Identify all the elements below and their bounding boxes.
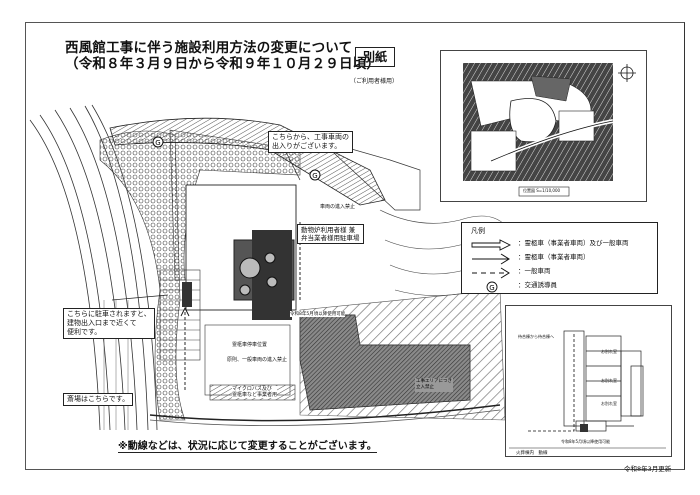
legend: 凡例 ：霊柩車（事業者車両）及び一般車両 ：霊柩車（事業者車両） ：一般車両 G… (461, 222, 658, 294)
floor-plan-drawing (509, 330, 666, 449)
inset-floor-plan: 待合棟から待合棟へ お別れ室 お別れ室 お別れ室 令和8年5月頃以降使用可能 火… (505, 305, 672, 457)
floor-note-available: 令和8年5月頃以降使用可能 (561, 439, 611, 444)
annex-badge: 別紙 (355, 47, 395, 67)
svg-text:G: G (489, 284, 494, 292)
label-available-from: 令和8年5月頃以降使用可能 (290, 311, 346, 317)
title-line-2: （令和８年３月９日から令和９年１０月２９日頃） (65, 56, 381, 72)
floor-plan-footer: 火葬棟内 動線 (516, 451, 548, 456)
audience-label: （ご利用者様用） (350, 78, 399, 85)
legend-item-dashed-arrow: ：一般車両 (470, 264, 655, 279)
legend-title: 凡例 (471, 227, 485, 235)
floor-note-farewell-3: お別れ室 (601, 401, 617, 406)
label-hearse-stop: 霊柩車停車位置 (232, 341, 268, 348)
svg-text:G: G (312, 172, 317, 180)
inset-location-map: 位置図 S=1/10,000 (440, 50, 647, 202)
floor-note-farewell-1: お別れ室 (601, 349, 617, 354)
svg-text:G: G (155, 139, 160, 147)
label-no-vehicle-entry: 車両の進入禁止 (320, 204, 356, 210)
legend-item-solid-arrow: ：霊柩車（事業者車両） (470, 250, 655, 265)
callout-construction-entrance: こちらから、工事車両の 出入りがございます。 (268, 131, 353, 153)
callout-crematory-parking: 動物炉利用者様 兼 弁当業者様用駐車場 (297, 224, 364, 244)
callout-parking-convenient: こちらに駐車されますと、 建物出入口まで近くて 便利です。 (63, 308, 155, 339)
document-frame (25, 22, 685, 470)
floor-note-waiting: 待合棟から待合棟へ (518, 334, 554, 339)
callout-funeral-hall: 斎場はこちらです。 (63, 393, 134, 406)
updated-label: 令和8年3月更新 (624, 465, 672, 473)
legend-item-double-arrow: ：霊柩車（事業者車両）及び一般車両 (470, 236, 655, 251)
location-map-drawing (463, 63, 636, 197)
traffic-guard-icon: G (486, 281, 498, 293)
label-microbus: マイクロバス及び 霊柩車など事業者用 (232, 386, 278, 398)
page-title: 西風館工事に伴う施設利用方法の変更について （令和８年３月９日から令和９年１０月… (65, 40, 380, 72)
north-arrow-icon (618, 64, 636, 82)
double-arrow-icon (471, 239, 512, 251)
legend-item-traffic-guard: G ：交通誘導員 (470, 278, 655, 293)
location-map-caption: 位置図 S=1/10,000 (523, 188, 561, 193)
floor-note-farewell-2: お別れ室 (601, 378, 617, 383)
dashed-arrow-icon (472, 267, 510, 279)
solid-arrow-icon (472, 253, 510, 265)
label-no-general-vehicles: 原則、一般車両の進入禁止 (227, 356, 288, 363)
label-construction-area: 工事エリアにつき 立入禁止 (415, 378, 453, 392)
title-line-1: 西風館工事に伴う施設利用方法の変更について (65, 40, 353, 56)
footnote: ※動線などは、状況に応じて変更することがございます。 (118, 437, 377, 453)
